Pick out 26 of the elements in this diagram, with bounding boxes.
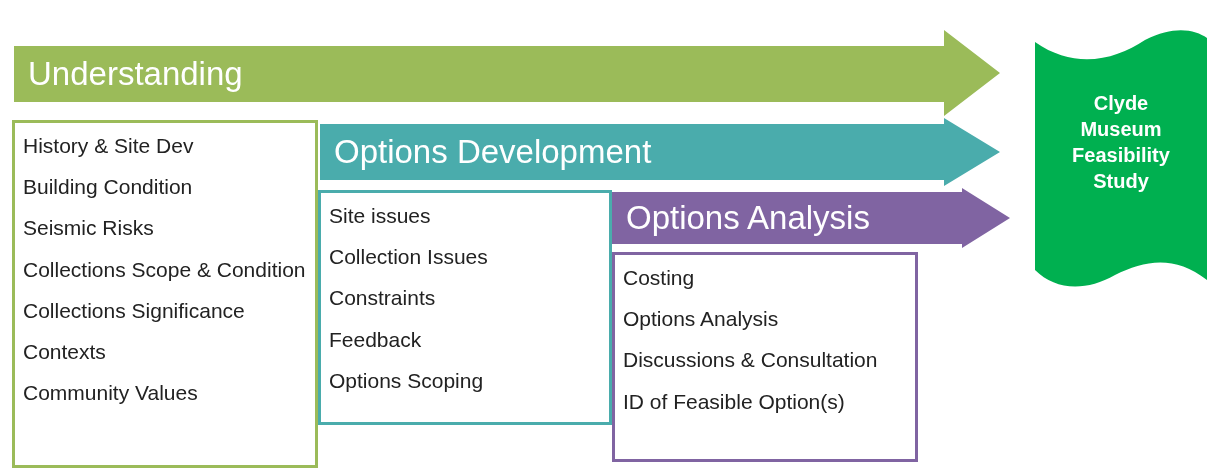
list-item: Seismic Risks	[23, 215, 155, 241]
list-item: Costing	[623, 265, 696, 291]
list-item: Community Values	[23, 380, 199, 406]
list-item: Collection Issues	[329, 244, 489, 270]
goal-title: Clyde Museum Feasibility Study	[1071, 91, 1171, 194]
list-item: Collections Significance	[23, 297, 246, 323]
stage-title: Understanding	[28, 54, 243, 94]
stage-title: Options Analysis	[626, 198, 870, 238]
task-list-box	[318, 190, 612, 425]
arrow-shape	[612, 188, 1010, 248]
arrow-shape	[320, 118, 1000, 186]
list-item: Contexts	[23, 338, 107, 365]
list-item: Feedback	[329, 326, 423, 352]
task-list-box	[612, 252, 918, 462]
list-item: Discussions & Consultation	[623, 347, 879, 373]
list-item: Building Condition	[23, 174, 194, 200]
stage-title: Options Development	[334, 132, 652, 172]
list-item: Options Scoping	[329, 367, 485, 393]
list-item: Collections Scope & Condition	[23, 256, 307, 282]
list-item: ID of Feasible Option(s)	[623, 388, 846, 414]
list-item: History & Site Dev	[23, 133, 195, 159]
arrow-shape	[14, 30, 1000, 116]
list-item: Constraints	[329, 285, 437, 311]
list-item: Options Analysis	[623, 306, 780, 332]
task-list-box	[12, 120, 318, 468]
list-item: Site issues	[329, 203, 432, 229]
